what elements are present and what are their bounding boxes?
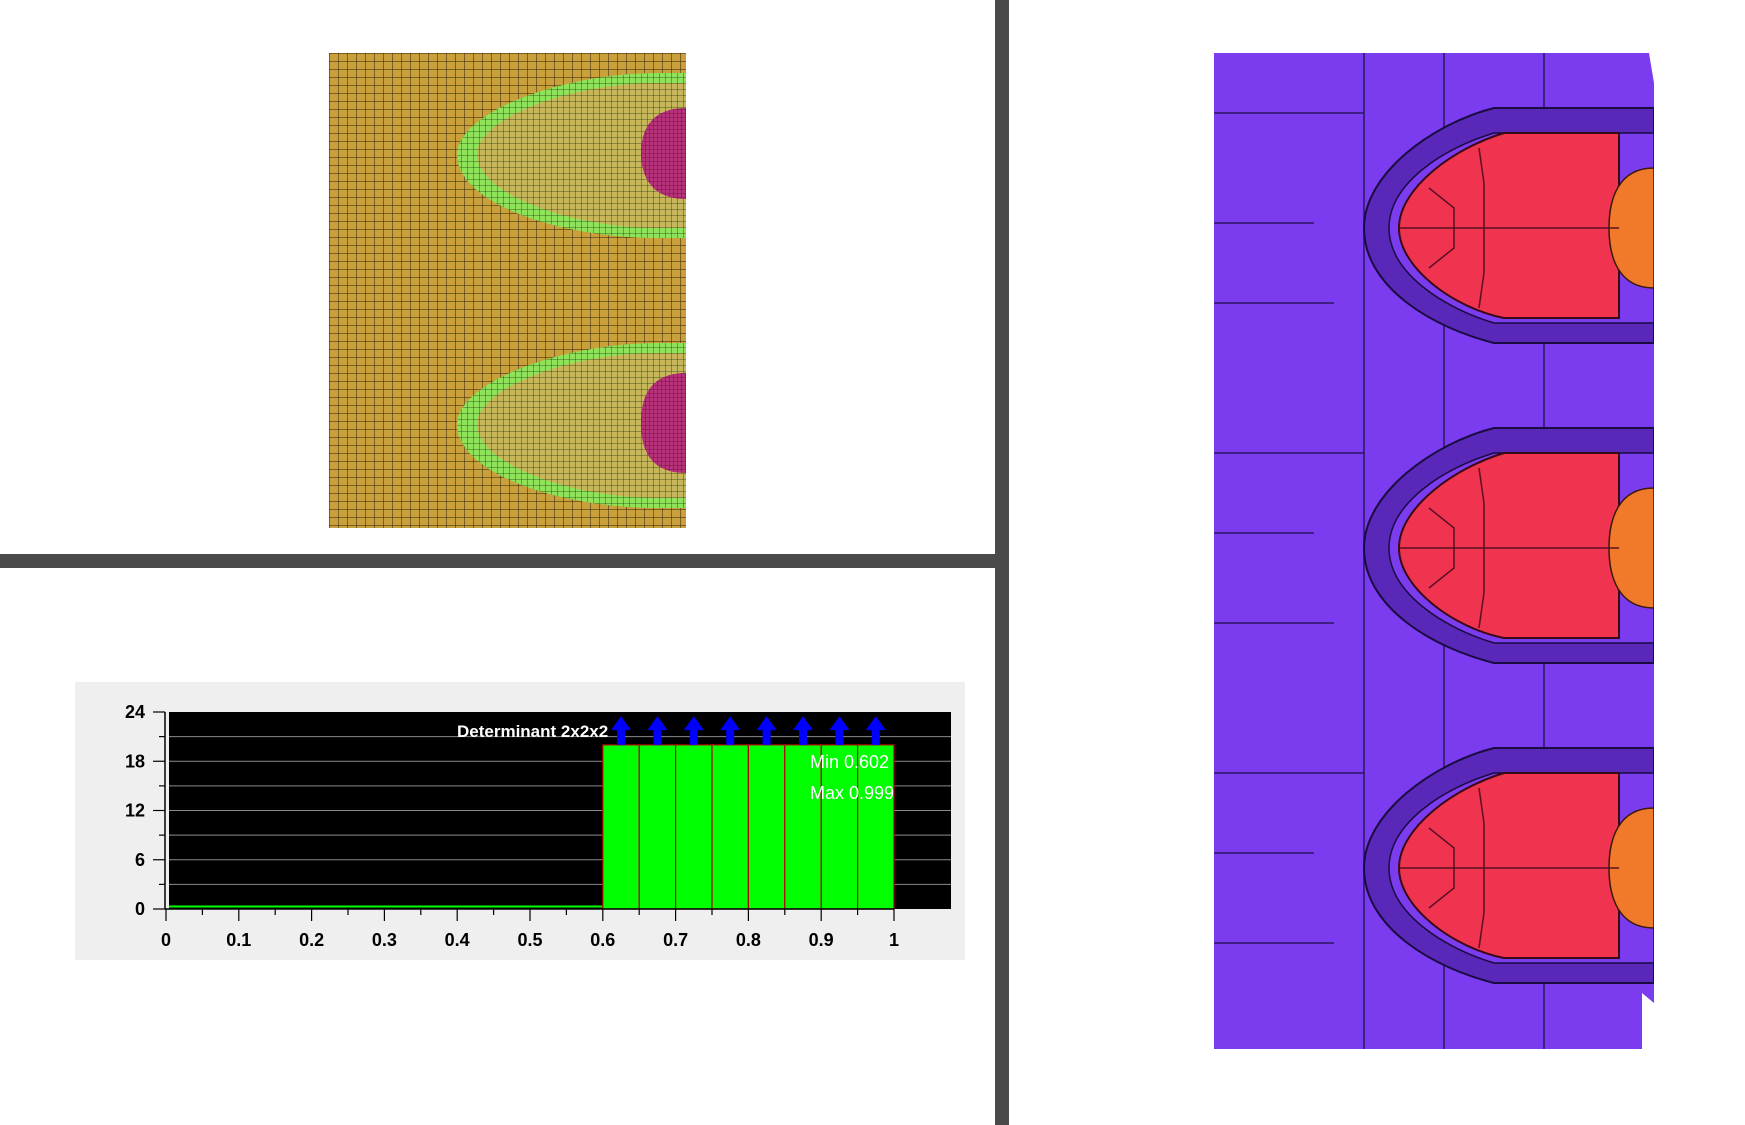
- x-tick-label: 0.7: [663, 930, 688, 950]
- y-tick-label: 18: [125, 751, 145, 771]
- bin-arrow: [829, 716, 850, 745]
- y-tick-label: 12: [125, 801, 145, 821]
- mesh-lobe-lower: [456, 343, 686, 508]
- x-tick-label: 0: [161, 930, 171, 950]
- bin-arrow: [611, 716, 631, 745]
- x-tick-label: 0.3: [372, 930, 397, 950]
- bin-arrow: [793, 716, 813, 745]
- axes: 0 6 12 18 24 0 0.1 0.2 0.3 0.4 0.5 0.6 0.7 0.8 0.9 1: [125, 702, 899, 950]
- block-lobe-1: [1362, 107, 1654, 344]
- x-tick-label: 1: [889, 930, 899, 950]
- y-tick-label: 6: [135, 850, 145, 870]
- bin-arrow: [865, 716, 886, 745]
- bin-arrow: [647, 716, 668, 745]
- max-label: Max 0.999: [810, 783, 894, 803]
- block-lobe-2: [1362, 427, 1654, 664]
- x-tick-label: 0.2: [299, 930, 324, 950]
- bin-arrows: [611, 716, 886, 745]
- determinant-histogram[interactable]: 0 6 12 18 24 0 0.1 0.2 0.3 0.4 0.5 0.6 0.7 0.8 0.9 1 De…: [75, 682, 965, 960]
- bin-arrow: [756, 716, 777, 745]
- histogram-bar: [856, 744, 895, 910]
- x-tick-label: 0.9: [809, 930, 834, 950]
- histogram-bar: [602, 744, 640, 910]
- chart-title: Determinant 2x2x2: [457, 722, 608, 741]
- y-tick-label: 24: [125, 702, 145, 722]
- min-label: Min 0.602: [810, 752, 889, 772]
- x-tick-label: 0.8: [736, 930, 761, 950]
- histogram-bar: [747, 744, 786, 910]
- mesh-lobe-upper: [456, 73, 686, 238]
- block-lobe-3: [1362, 747, 1654, 984]
- block-mesh-view-3d[interactable]: [1214, 53, 1654, 1049]
- x-tick-label: 0.4: [445, 930, 470, 950]
- bin-arrow: [683, 716, 704, 745]
- view-divider-horizontal[interactable]: [0, 554, 995, 568]
- mesh-view-2d[interactable]: [329, 53, 686, 528]
- x-tick-label: 0.5: [517, 930, 542, 950]
- view-divider-vertical[interactable]: [995, 0, 1009, 1125]
- histogram-bar: [711, 744, 750, 910]
- y-tick-label: 0: [135, 899, 145, 919]
- bin-arrow: [720, 716, 741, 745]
- histogram-bar: [638, 744, 677, 910]
- x-tick-label: 0.1: [226, 930, 251, 950]
- histogram-bar: [784, 744, 822, 910]
- histogram-panel: 0 6 12 18 24 0 0.1 0.2 0.3 0.4 0.5 0.6 0.7 0.8 0.9 1 De…: [75, 682, 965, 960]
- histogram-bar: [674, 744, 713, 910]
- x-tick-label: 0.6: [590, 930, 615, 950]
